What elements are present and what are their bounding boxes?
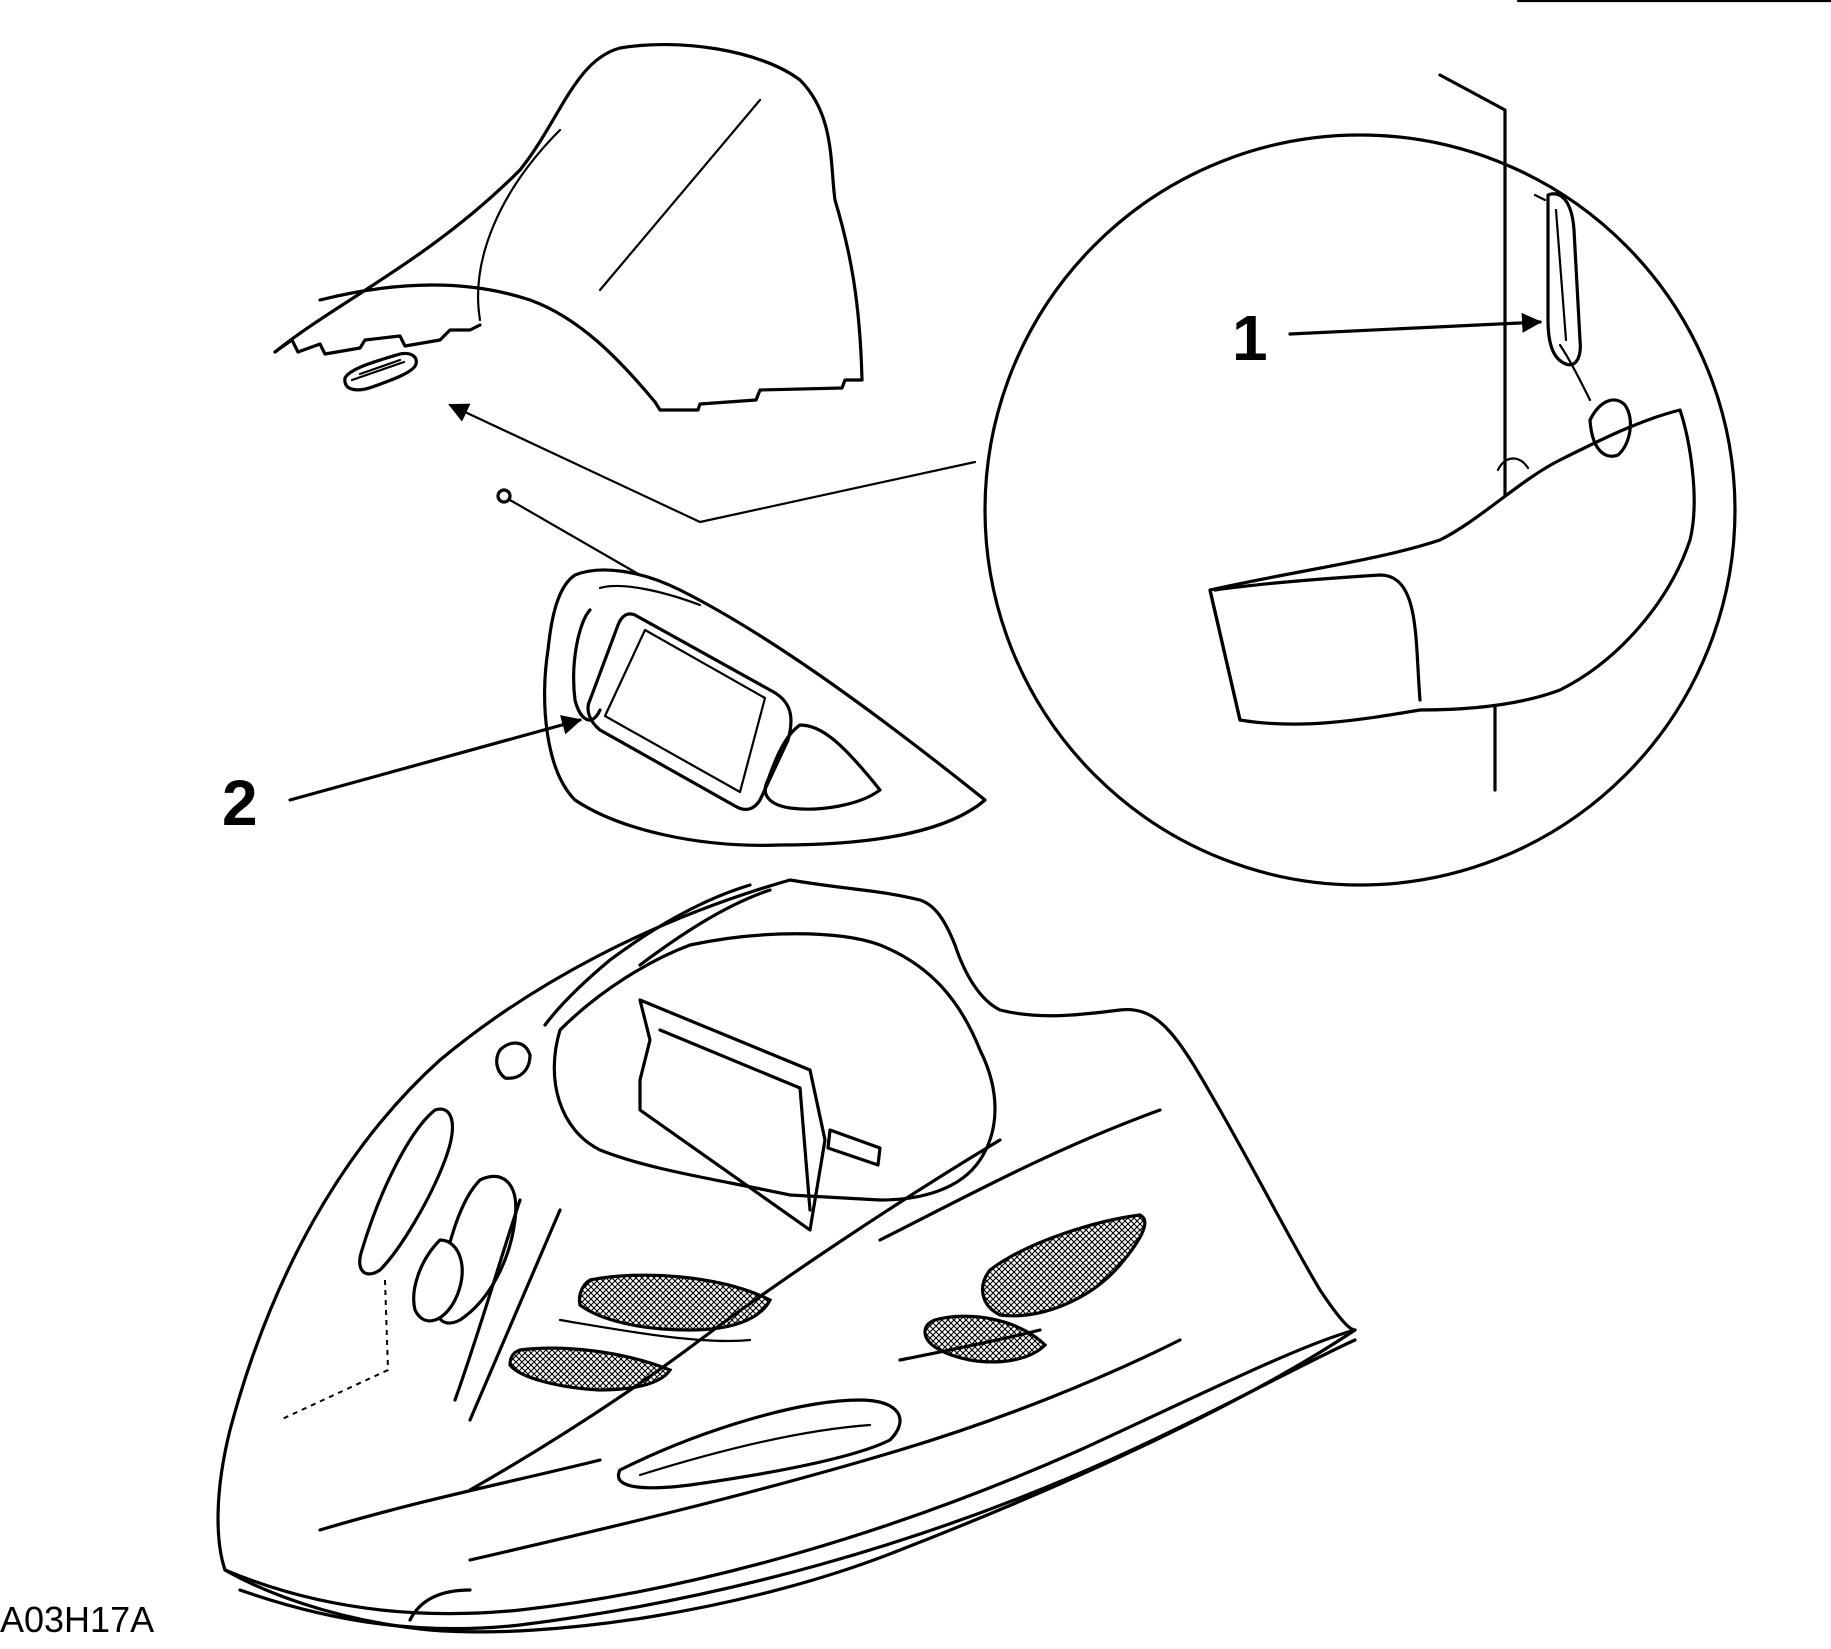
- detail-circle: [983, 73, 1737, 887]
- callout-1: 1: [1232, 302, 1542, 374]
- hood: [216, 878, 1357, 1634]
- callout-2: 2: [222, 715, 582, 839]
- callout-1-label: 1: [1232, 302, 1268, 374]
- gauge-console: [543, 568, 987, 847]
- windshield: [273, 42, 864, 412]
- callout-2-label: 2: [222, 767, 258, 839]
- figure-code-label: A03H17A: [0, 1599, 154, 1640]
- figure-code: A03H17A: [0, 1599, 154, 1640]
- retaining-pin: [496, 488, 642, 577]
- assembly-arrow-line: [448, 403, 977, 524]
- windshield-fastener: [343, 351, 418, 392]
